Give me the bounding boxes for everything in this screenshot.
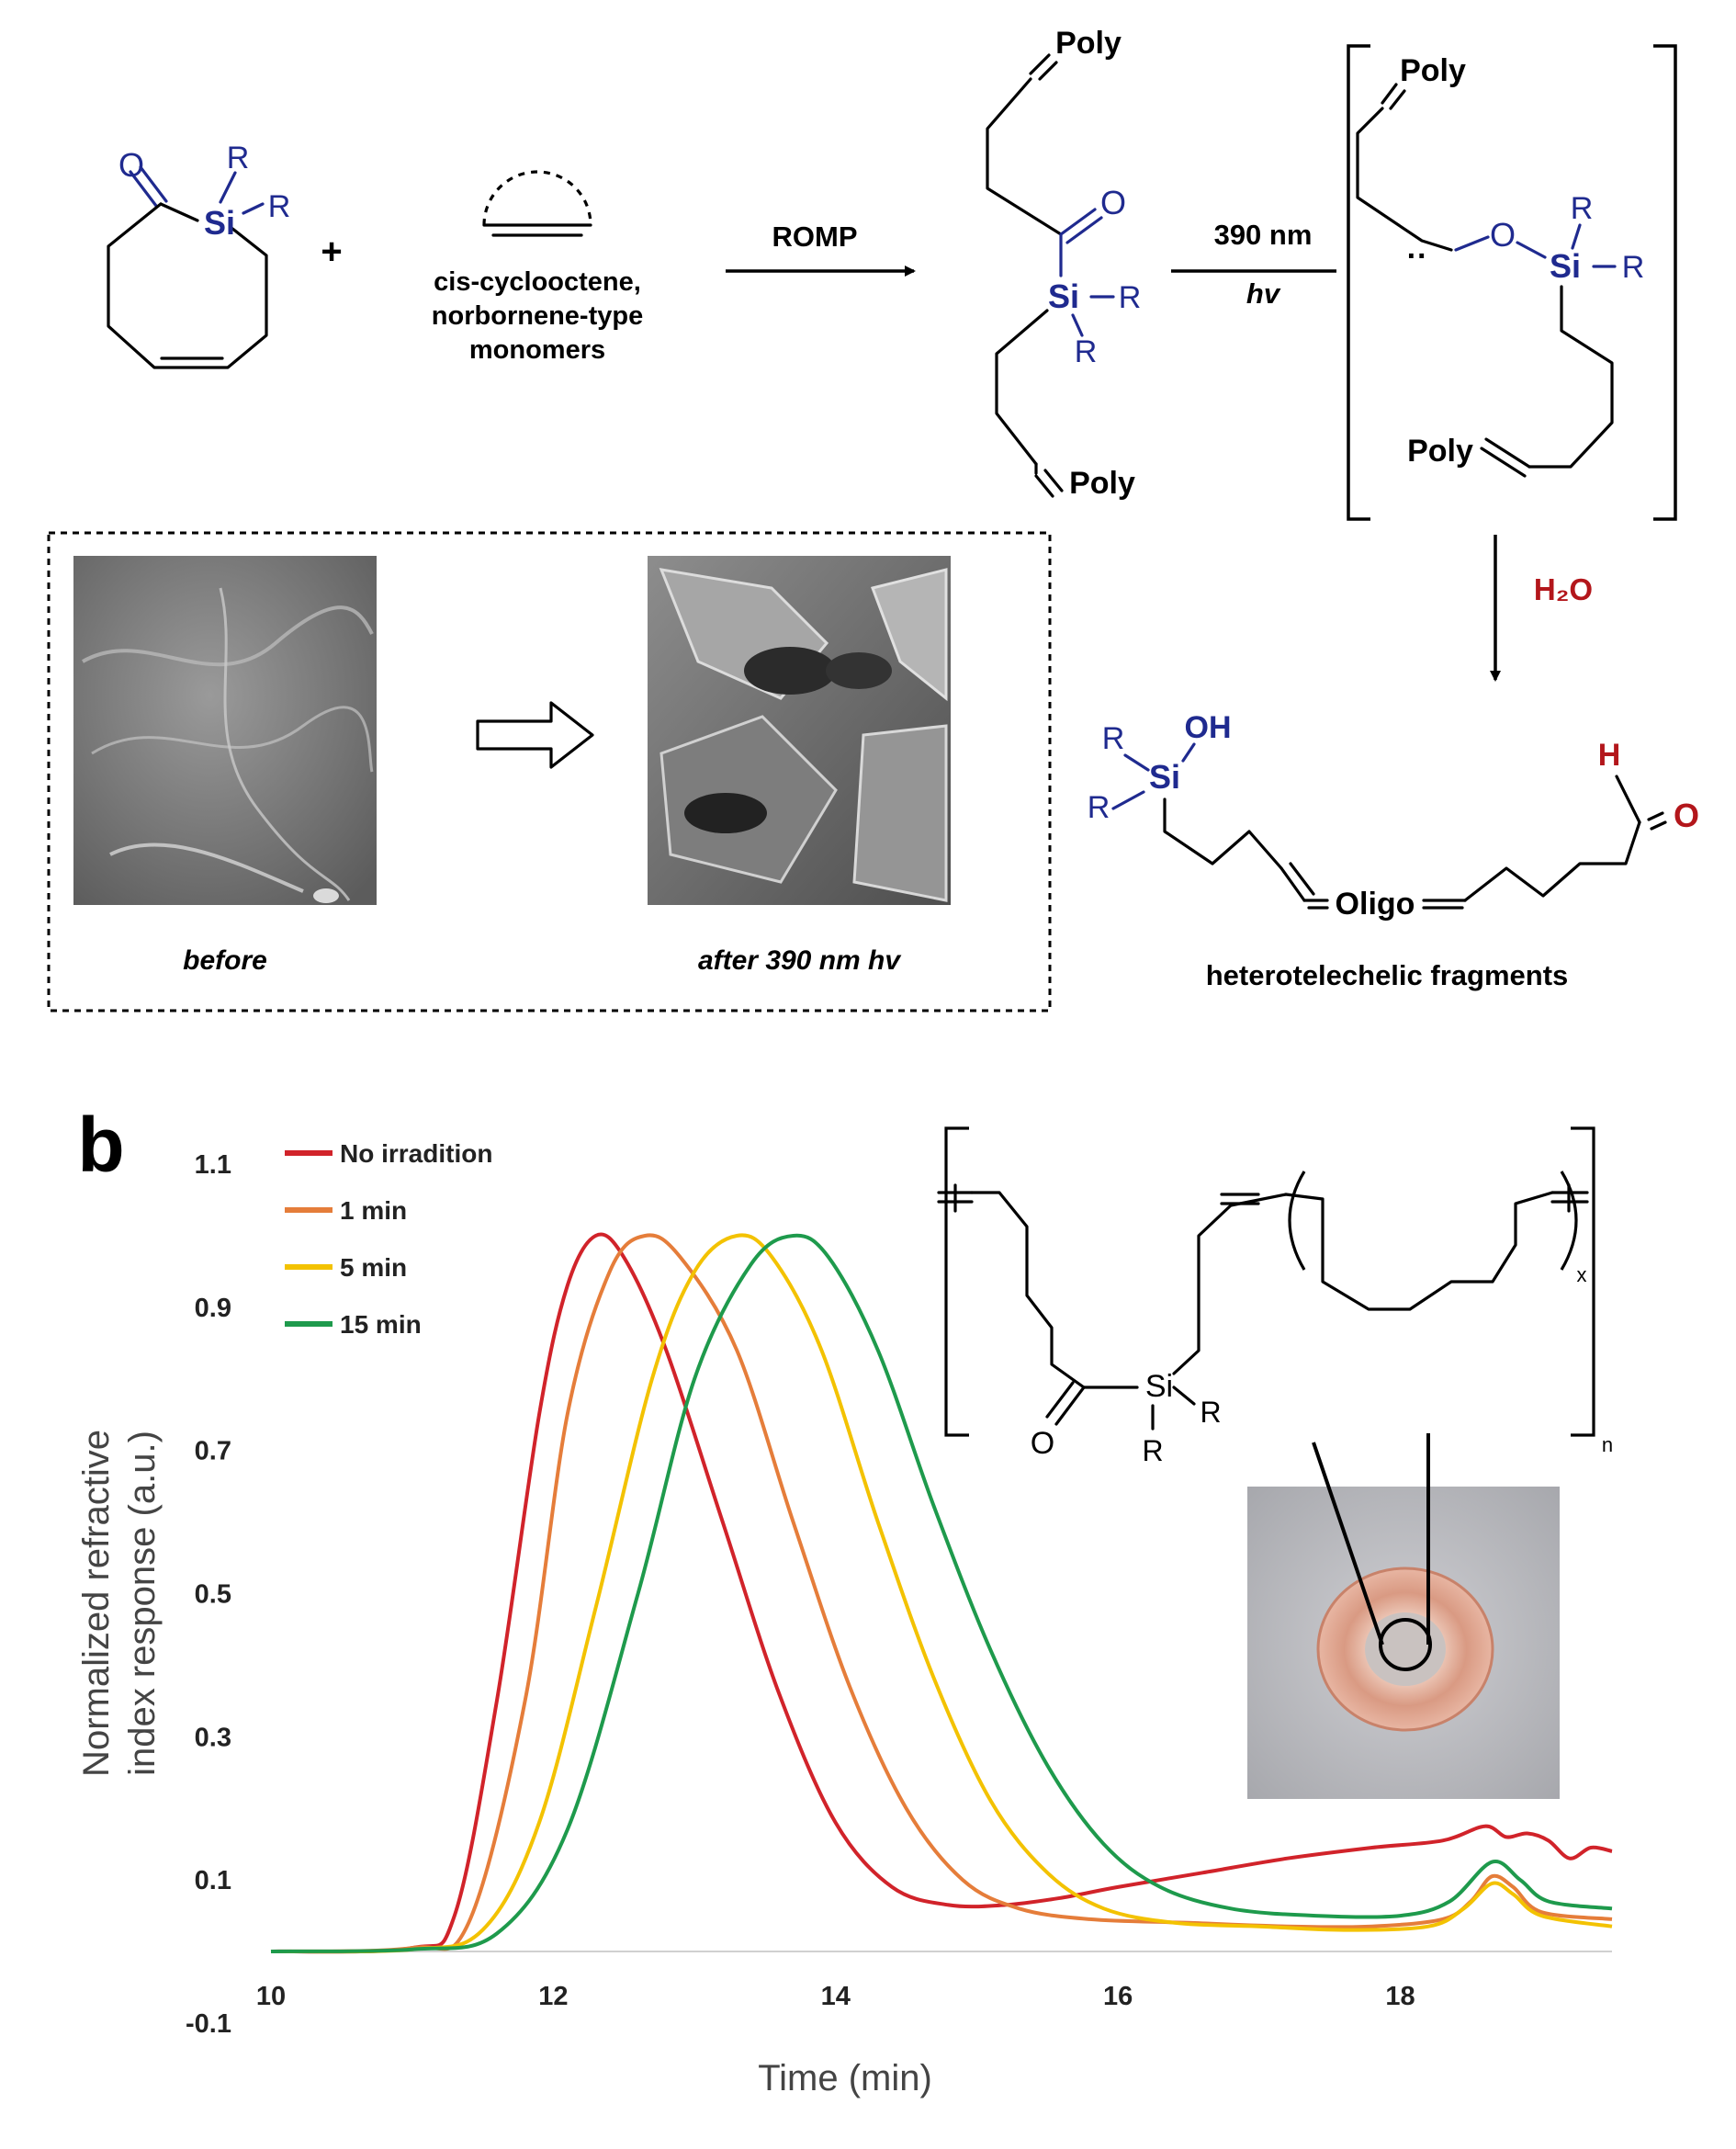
intermediate-r-top: R xyxy=(1571,191,1594,226)
product-structure: R OH Si R Oligo H O xyxy=(1088,710,1699,922)
series-line-1 xyxy=(270,1233,1613,1953)
y-axis-title-line1: Normalized refractive xyxy=(76,1430,117,1777)
product-caption: heterotelechelic fragments xyxy=(1206,959,1569,991)
sem-after-caption: after 390 nm hv xyxy=(698,945,902,976)
y-tick-labels: 1.1 0.9 0.7 0.5 0.3 0.1 -0.1 xyxy=(186,1150,231,2039)
hv-label: hv xyxy=(1246,277,1281,310)
sample-photo xyxy=(1247,1433,1560,1799)
intermediate-oxygen: O xyxy=(1490,216,1516,254)
legend-label: 5 min xyxy=(340,1253,407,1282)
product-oligo: Oligo xyxy=(1336,887,1415,922)
legend-label: 1 min xyxy=(340,1196,407,1225)
sem-panel: before after 390 nm hv xyxy=(47,531,1052,1012)
product-oxygen: O xyxy=(1674,797,1699,834)
x-tick-label: 14 xyxy=(821,1982,851,2011)
comonomer-label-line1: cis-cyclooctene, xyxy=(434,267,641,297)
product-hydrogen: H xyxy=(1598,738,1621,773)
reaction-scheme: O Si R R + cis-cyclooctene, norbornene-t… xyxy=(47,26,1699,1012)
monomer-silicon: Si xyxy=(204,204,235,242)
y-tick-label: 0.1 xyxy=(195,1866,231,1895)
series-lines xyxy=(270,1232,1613,1954)
comonomer-label-line3: monomers xyxy=(469,335,605,365)
monomer-oxygen: O xyxy=(118,146,144,184)
monomer-r-top: R xyxy=(227,141,250,175)
legend: No irradition 1 min 5 min 15 min xyxy=(285,1139,492,1339)
y-tick-label: 0.9 xyxy=(195,1294,231,1323)
y-tick-label: -0.1 xyxy=(186,2009,231,2039)
ring-subscript-x: x xyxy=(1577,1263,1587,1286)
ring-silicon: Si xyxy=(1145,1369,1173,1404)
romp-label: ROMP xyxy=(772,221,858,253)
monomer-r-right: R xyxy=(268,189,291,224)
ring-subscript-n: n xyxy=(1602,1433,1613,1456)
series-line-0 xyxy=(270,1232,1613,1954)
panel-b-letter: b xyxy=(77,1102,124,1188)
plus-sign: + xyxy=(321,232,342,272)
sem-image-before xyxy=(73,556,377,905)
x-tick-label: 16 xyxy=(1103,1982,1133,2011)
product-silicon: Si xyxy=(1149,758,1180,796)
x-tick-labels: 10 12 14 16 18 xyxy=(256,1982,1415,2011)
y-tick-label: 0.5 xyxy=(195,1580,231,1610)
intermediate-carbene-dots: ·· xyxy=(1407,239,1428,274)
intermediate-silicon: Si xyxy=(1550,247,1581,285)
y-tick-label: 1.1 xyxy=(195,1150,231,1180)
series-line-2 xyxy=(270,1233,1613,1954)
intermediate-poly-bottom: Poly xyxy=(1407,434,1473,469)
polymer-poly-top: Poly xyxy=(1055,26,1122,61)
ring-r-bottom: R xyxy=(1142,1434,1163,1467)
light-label: 390 nm xyxy=(1214,219,1313,251)
x-tick-label: 10 xyxy=(256,1982,286,2011)
ring-oxygen: O xyxy=(1031,1426,1054,1461)
sem-before-caption: before xyxy=(183,945,267,976)
polymer-poly-bottom: Poly xyxy=(1069,466,1135,501)
monomer-structure: O Si R R xyxy=(107,141,291,369)
intermediate-r-right: R xyxy=(1622,250,1645,285)
legend-label: 15 min xyxy=(340,1310,422,1339)
series-line-3 xyxy=(270,1233,1613,1953)
sem-image-after xyxy=(648,556,951,905)
intermediate-poly-top: Poly xyxy=(1400,53,1466,88)
ring-polymer-structure: O Si R R x n xyxy=(937,1126,1613,1467)
x-tick-label: 18 xyxy=(1385,1982,1415,2011)
comonomer-label-line2: norbornene-type xyxy=(432,301,643,331)
legend-label: No irradition xyxy=(340,1139,492,1168)
x-tick-label: 12 xyxy=(538,1982,568,2011)
chart: 1.1 0.9 0.7 0.5 0.3 0.1 -0.1 10 12 14 16 18 Time (… xyxy=(76,1139,1613,2098)
polymer-oxygen: O xyxy=(1100,184,1126,221)
x-axis-title: Time (min) xyxy=(758,2058,932,2098)
polymer-r-bottom: R xyxy=(1075,334,1098,369)
product-r2: R xyxy=(1088,790,1110,825)
ring-r-right: R xyxy=(1200,1396,1221,1429)
comonomer-structure xyxy=(482,170,592,237)
open-arrow xyxy=(476,701,594,769)
y-tick-label: 0.7 xyxy=(195,1437,231,1466)
y-tick-label: 0.3 xyxy=(195,1723,231,1752)
water-label: H₂O xyxy=(1534,572,1593,606)
polymer-r-right: R xyxy=(1119,280,1142,315)
intermediate-bracket: Poly ·· O Si R R Poly xyxy=(1347,44,1677,521)
polymer-structure: Poly O Si R R Poly xyxy=(986,26,1142,501)
product-hydroxyl: OH xyxy=(1185,710,1232,745)
y-axis-title-line2: index response (a.u.) xyxy=(122,1431,163,1776)
polymer-silicon: Si xyxy=(1048,277,1079,315)
product-r1: R xyxy=(1102,721,1125,756)
